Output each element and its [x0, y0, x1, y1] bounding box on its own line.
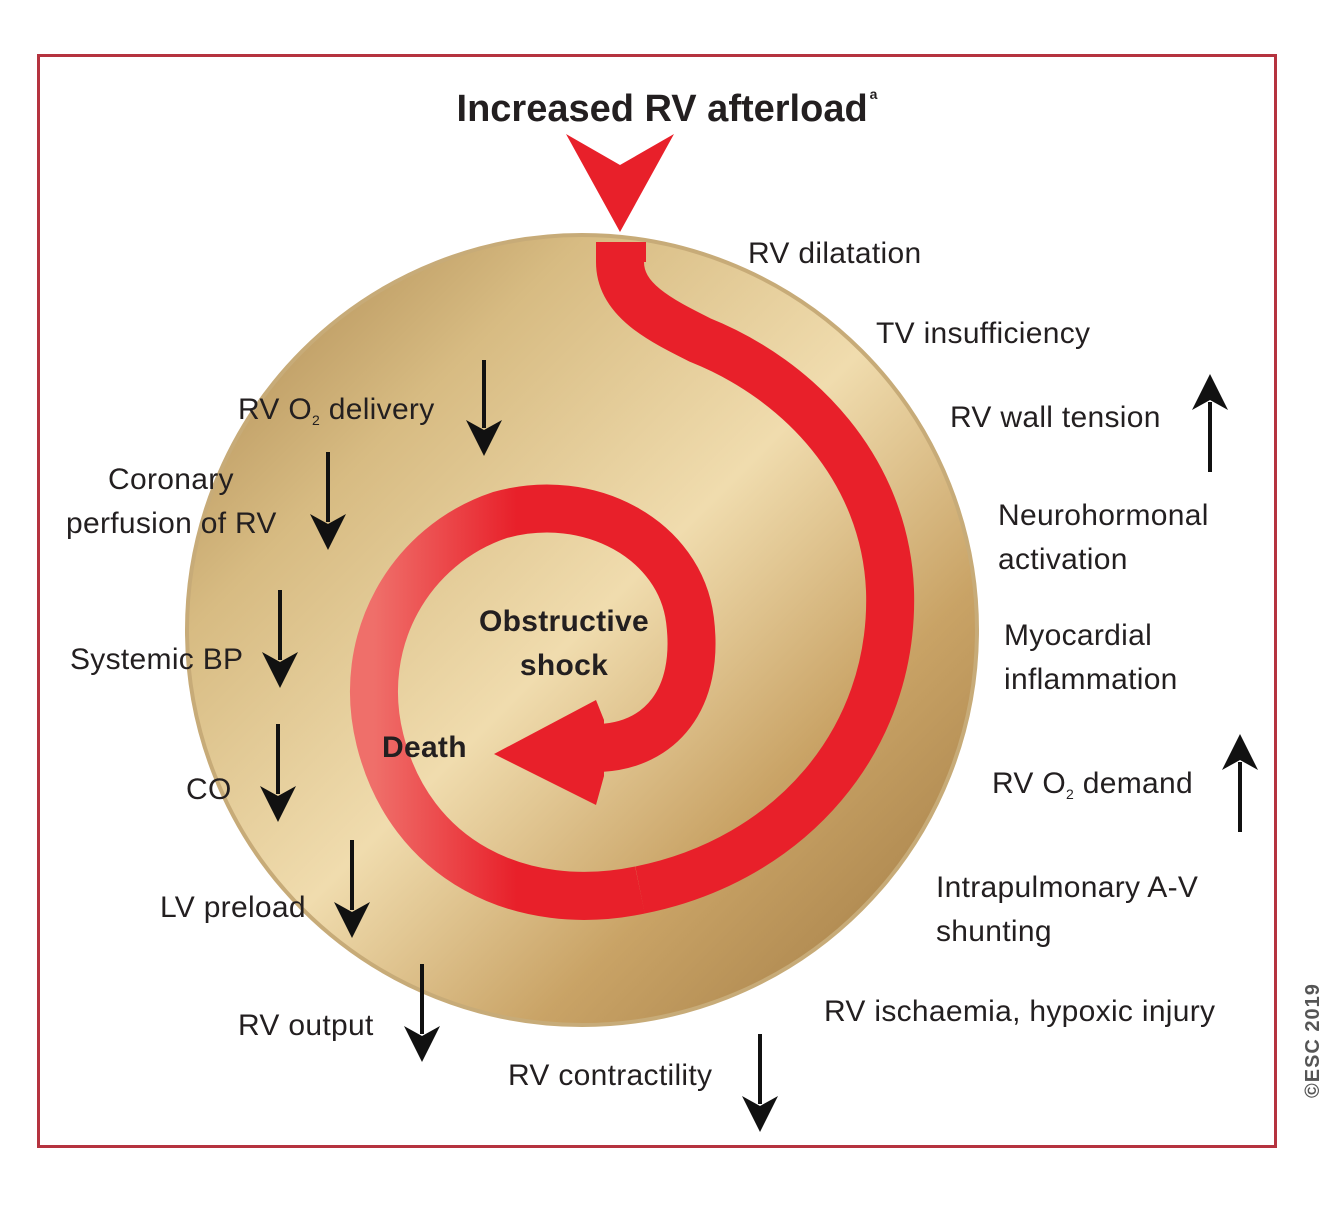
label-intrapulmonary-line1: Intrapulmonary A-V	[936, 871, 1199, 904]
copyright-credit: ©ESC 2019	[1302, 983, 1324, 1098]
spiral-outer	[596, 242, 915, 914]
label-rv-dilatation: RV dilatation	[748, 237, 922, 270]
center-label-death: Death	[382, 731, 467, 764]
arrow-down-systemic-bp	[262, 590, 298, 688]
label-rv-o2-demand-sub: 2	[1066, 786, 1075, 802]
arrow-up-rv-wall-tension	[1192, 374, 1228, 472]
label-neurohormonal-line2: activation	[998, 543, 1128, 576]
center-label-shock: shock	[519, 649, 609, 682]
spiral-start-cap	[596, 242, 646, 262]
label-rv-o2-delivery: RV O2 delivery	[238, 388, 435, 442]
label-rv-o2-delivery-sub: 2	[312, 412, 321, 428]
label-co: CO	[186, 773, 232, 806]
arrow-down-rv-contractility	[742, 1034, 778, 1132]
label-rv-o2-demand-prefix: RV O	[992, 767, 1067, 800]
label-rv-output: RV output	[238, 1009, 374, 1042]
label-myocardial-line2: inflammation	[1004, 663, 1178, 696]
arrow-down-rv-o2-delivery	[466, 360, 502, 456]
arrow-up-rv-o2-demand	[1222, 734, 1258, 832]
up-arrows	[1192, 374, 1258, 832]
title-superscript: a	[869, 86, 878, 102]
label-rv-o2-demand: RV O2 demand	[992, 762, 1193, 816]
spiral-middle	[349, 484, 716, 920]
label-tv-insufficiency: TV insufficiency	[876, 317, 1091, 350]
arrow-down-rv-output	[404, 964, 440, 1062]
label-systemic-bp: Systemic BP	[70, 643, 244, 676]
label-myocardial-line1: Myocardial	[1004, 619, 1153, 652]
title-text: Increased RV afterload	[456, 88, 868, 130]
arrow-down-coronary	[310, 452, 346, 550]
label-rv-contractility: RV contractility	[508, 1059, 713, 1092]
spiral-arrowhead	[494, 700, 604, 805]
label-rv-o2-delivery-prefix: RV O	[238, 393, 313, 426]
afterload-arrowhead	[566, 134, 674, 232]
label-rv-wall-tension: RV wall tension	[950, 401, 1161, 434]
label-intrapulmonary-line2: shunting	[936, 915, 1052, 948]
label-coronary-line1: Coronary	[108, 463, 234, 496]
arrow-down-co	[260, 724, 296, 822]
arrow-down-lv-preload	[334, 840, 370, 938]
label-rv-o2-delivery-suffix: delivery	[320, 393, 435, 426]
figure-frame	[37, 54, 1277, 1148]
center-label-obstructive: Obstructive	[478, 605, 649, 638]
label-rv-o2-demand-suffix: demand	[1074, 767, 1193, 800]
label-rv-ischaemia: RV ischaemia, hypoxic injury	[824, 995, 1216, 1028]
label-lv-preload: LV preload	[160, 891, 306, 924]
down-arrows	[260, 360, 778, 1132]
label-neurohormonal-line1: Neurohormonal	[998, 499, 1209, 532]
label-coronary-line2: perfusion of RV	[66, 507, 277, 540]
